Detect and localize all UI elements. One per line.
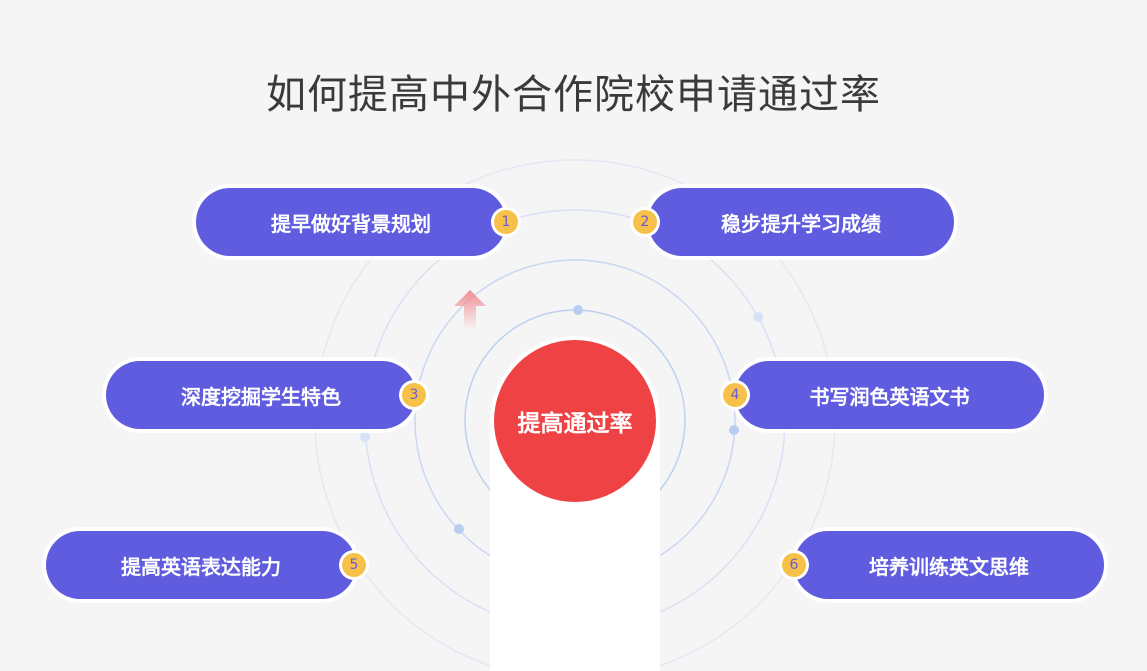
item-pill-5: 提高英语表达能力 — [46, 531, 356, 599]
item-badge-3: 3 — [402, 383, 426, 407]
item-pill-4: 书写润色英语文书 — [735, 361, 1044, 429]
item-badge-2: 2 — [633, 210, 657, 234]
center-circle: 提高通过率 — [494, 340, 656, 502]
page-title: 如何提高中外合作院校申请通过率 — [266, 72, 881, 118]
item-badge-4: 4 — [723, 383, 747, 407]
item-pill-3: 深度挖掘学生特色 — [106, 361, 416, 429]
item-pill-6: 培养训练英文思维 — [794, 531, 1104, 599]
up-arrow-icon — [454, 290, 486, 330]
item-badge-1: 1 — [494, 210, 518, 234]
item-badge-6: 6 — [782, 553, 806, 577]
item-pill-2: 稳步提升学习成绩 — [648, 188, 954, 256]
item-badge-5: 5 — [342, 553, 366, 577]
item-pill-1: 提早做好背景规划 — [196, 188, 506, 256]
